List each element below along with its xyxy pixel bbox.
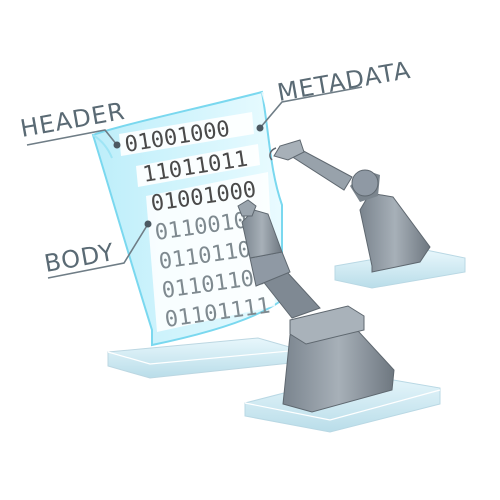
metadata-callout-line [259,86,363,129]
header-callout-line [26,129,118,146]
metadata-label: METADATA [275,56,413,107]
body-callout-dot [144,220,152,228]
document-stand [107,337,301,379]
robot-arm-icon [237,199,441,433]
body-callout-line [47,223,149,279]
header-callout-dot [113,141,121,149]
metadata-callout-dot [256,124,264,132]
body-label: BODY [42,238,117,278]
robot-arm-icon [269,139,466,289]
callout-lines [26,86,363,279]
